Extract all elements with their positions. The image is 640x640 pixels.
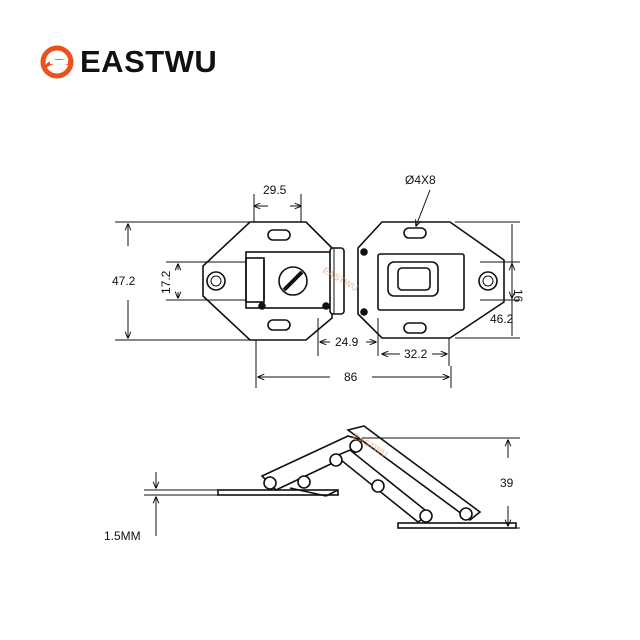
side-cover [346, 425, 482, 522]
side-left-base [217, 489, 339, 496]
left-slot-bottom [267, 319, 291, 331]
eastwu-logo-icon [40, 45, 74, 79]
dim-hook-slot: 16 [511, 289, 525, 303]
dim-side-height: 39 [500, 476, 514, 490]
side-view-dimensions [144, 437, 520, 536]
right-slot-bottom [403, 322, 427, 334]
top-view-dimensions [115, 189, 520, 388]
right-screw-hole [478, 271, 498, 291]
dim-hole-spec: Ø4X8 [405, 173, 436, 187]
pivot-5 [371, 479, 385, 493]
left-slot-top [267, 229, 291, 241]
brand-name: EASTWU [80, 44, 218, 79]
right-slot-top [403, 227, 427, 239]
pivot-3 [329, 453, 343, 467]
pivot-6 [419, 509, 433, 523]
dim-inner-height: 17.2 [159, 270, 173, 294]
brand-logo: EASTWU [40, 44, 217, 80]
dim-top-width: 29.5 [263, 183, 287, 197]
top-view [202, 221, 505, 341]
pivot-2 [297, 475, 311, 489]
dim-thickness: 1.5MM [104, 529, 141, 543]
side-right-base [397, 522, 517, 529]
left-screw-hole [206, 271, 226, 291]
dim-overall-height: 47.2 [112, 274, 136, 288]
dim-gap-a: 24.9 [335, 335, 359, 349]
dim-overall-length: 86 [344, 370, 358, 384]
dim-edge-offset: 46.2 [490, 312, 514, 326]
dim-gap-b: 32.2 [404, 347, 428, 361]
pivot-4 [349, 439, 363, 453]
pivot-1 [263, 476, 277, 490]
side-view [217, 425, 517, 529]
pivot-7 [459, 507, 473, 521]
hook-opening [387, 261, 439, 297]
